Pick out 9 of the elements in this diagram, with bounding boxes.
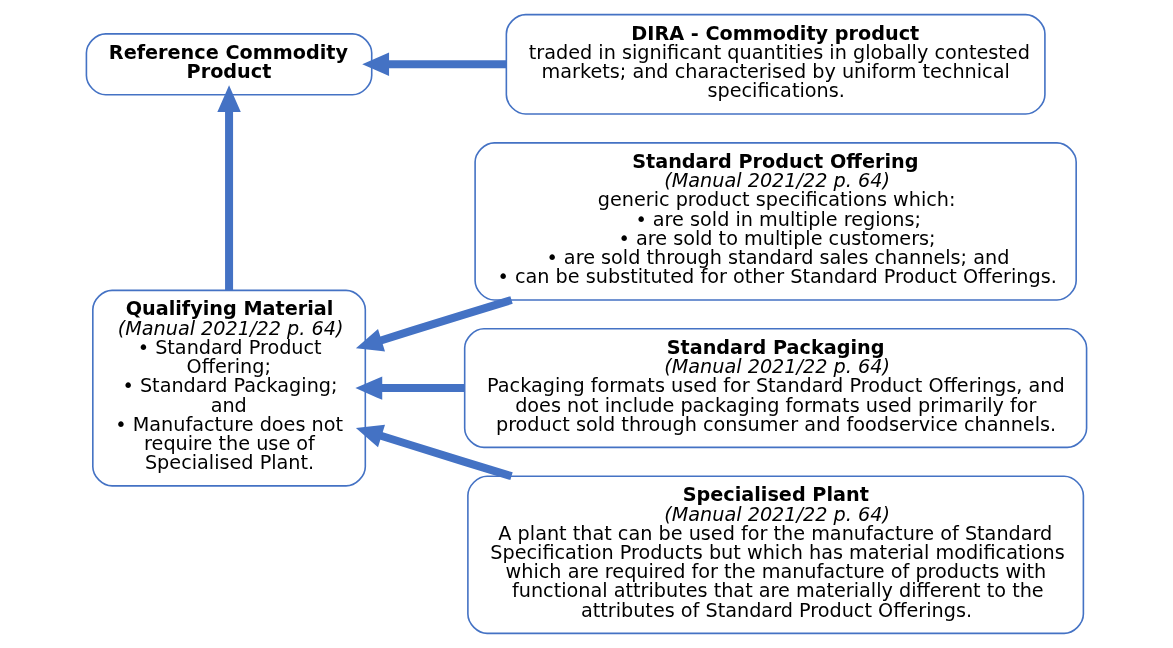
node-box: Qualifying Material (Manual 2021/22 p. 64) • Standard Product Offering; • Standard Packaging; and • Manufacture does not require the use of Specialised Plant.: [92, 289, 367, 487]
node-box: Standard Product Offering (Manual 2021/22 p. 64) generic product specifications which: • are sold in multiple regions; • are sold to multiple customers; • are sold through standard sales channels; and • can be substituted for other Standard Product Offerings.: [474, 142, 1077, 301]
node-box: DIRA - Commodity product traded in significant quantities in globally contested markets; and characterised by uniform technical specifications.: [505, 13, 1046, 115]
node-box: Specialised Plant (Manual 2021/22 p. 64) A plant that can be used for the manufacture of Standard Specification Products but which has material modifications which are required for the manufacture of products with functional attributes that are materially different to the attributes of Standard Product Offerings.: [467, 475, 1085, 635]
node-box: Reference Commodity Product: [85, 33, 373, 96]
arrow: [362, 52, 507, 77]
arrow: [217, 85, 241, 291]
node-box: Standard Packaging (Manual 2021/22 p. 64) Packaging formats used for Standard Product Offerings, and does not include packaging formats used primarily for product sold through consumer and foodservice channels.: [463, 328, 1088, 449]
arrow: [355, 376, 465, 400]
